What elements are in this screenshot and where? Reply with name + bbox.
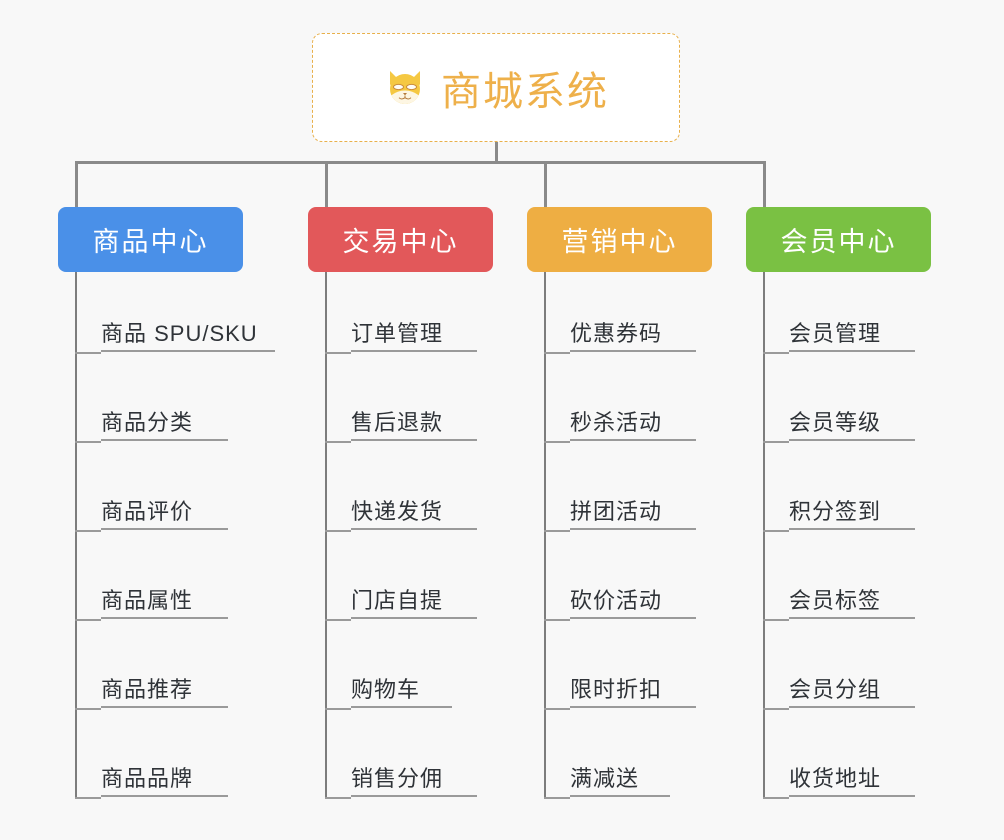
leaf-item-underline (101, 706, 228, 708)
leaf-item-underline (789, 617, 915, 619)
leaf-connector-line (75, 530, 101, 532)
leaf-item-label: 会员等级 (789, 410, 882, 435)
root-title: 商城系统 (441, 69, 609, 114)
leaf-connector-line (763, 708, 789, 710)
leaf-item-label: 商品推荐 (101, 677, 194, 702)
leaf-connector-line (544, 797, 570, 799)
category-node-2[interactable]: 交易中心 (308, 207, 493, 272)
leaf-item-underline (570, 350, 696, 352)
leaf-item-label: 商品品牌 (101, 766, 194, 791)
leaf-item-label: 商品分类 (101, 410, 194, 435)
leaf-item-label: 快递发货 (351, 499, 444, 524)
leaf-item-label: 积分签到 (789, 499, 882, 524)
leaf-item-underline (351, 617, 477, 619)
leaf-connector-line (75, 797, 101, 799)
category-label: 营销中心 (561, 227, 678, 257)
leaf-connector-line (763, 797, 789, 799)
leaf-connector-line (75, 441, 101, 443)
category-node-3[interactable]: 营销中心 (527, 207, 712, 272)
leaf-item-underline (570, 795, 670, 797)
leaf-connector-line (325, 530, 351, 532)
leaf-connector-line (325, 619, 351, 621)
leaf-item-underline (101, 795, 228, 797)
leaf-item-label: 商品评价 (101, 499, 194, 524)
leaf-connector-line (544, 708, 570, 710)
leaf-connector-line (325, 797, 351, 799)
leaf-connector-line (544, 352, 570, 354)
leaf-connector-line (544, 619, 570, 621)
leaf-item-underline (570, 439, 696, 441)
category-node-4[interactable]: 会员中心 (746, 207, 931, 272)
leaf-item-underline (570, 528, 696, 530)
leaf-item-label: 会员分组 (789, 677, 882, 702)
leaf-item-underline (351, 528, 477, 530)
root-stem-line (495, 142, 498, 164)
branch-drop-line (763, 161, 766, 207)
branch-spine-line (544, 272, 546, 797)
leaf-item-label: 会员标签 (789, 588, 882, 613)
branch-spine-line (763, 272, 765, 797)
leaf-connector-line (75, 352, 101, 354)
leaf-connector-line (325, 441, 351, 443)
leaf-item-label: 商品 SPU/SKU (101, 321, 258, 346)
branch-spine-line (325, 272, 327, 797)
branch-drop-line (325, 161, 328, 207)
leaf-item-label: 销售分佣 (351, 766, 444, 791)
leaf-item-label: 限时折扣 (570, 677, 663, 702)
leaf-item-underline (351, 439, 477, 441)
leaf-connector-line (75, 708, 101, 710)
leaf-connector-line (763, 619, 789, 621)
leaf-item-underline (789, 439, 915, 441)
leaf-item-underline (351, 706, 452, 708)
leaf-item-underline (101, 439, 228, 441)
leaf-item-label: 会员管理 (789, 321, 882, 346)
category-node-1[interactable]: 商品中心 (58, 207, 243, 272)
leaf-item-label: 售后退款 (351, 410, 444, 435)
leaf-connector-line (325, 708, 351, 710)
leaf-connector-line (325, 352, 351, 354)
leaf-item-label: 拼团活动 (570, 499, 663, 524)
root-node[interactable]: 商城系统 (312, 33, 680, 142)
shiba-dog-face-icon (383, 66, 427, 110)
branch-drop-line (75, 161, 78, 207)
leaf-connector-line (763, 441, 789, 443)
leaf-connector-line (544, 441, 570, 443)
leaf-item-underline (789, 528, 915, 530)
leaf-connector-line (763, 530, 789, 532)
leaf-item-label: 秒杀活动 (570, 410, 663, 435)
category-label: 交易中心 (342, 227, 459, 257)
horizontal-bus-line (75, 161, 763, 164)
leaf-item-underline (789, 706, 915, 708)
leaf-item-underline (789, 350, 915, 352)
leaf-item-underline (101, 528, 228, 530)
category-label: 商品中心 (92, 227, 209, 257)
leaf-item-underline (101, 350, 275, 352)
leaf-item-label: 订单管理 (351, 321, 444, 346)
leaf-item-underline (351, 795, 477, 797)
leaf-item-label: 满减送 (570, 766, 640, 791)
leaf-connector-line (544, 530, 570, 532)
leaf-connector-line (763, 352, 789, 354)
category-label: 会员中心 (780, 227, 897, 257)
leaf-item-label: 商品属性 (101, 588, 194, 613)
leaf-connector-line (75, 619, 101, 621)
leaf-item-label: 门店自提 (351, 588, 444, 613)
leaf-item-label: 优惠券码 (570, 321, 663, 346)
leaf-item-underline (789, 795, 915, 797)
leaf-item-underline (351, 350, 477, 352)
branch-spine-line (75, 272, 77, 797)
leaf-item-label: 收货地址 (789, 766, 882, 791)
leaf-item-underline (570, 617, 696, 619)
leaf-item-label: 砍价活动 (570, 588, 663, 613)
leaf-item-underline (101, 617, 228, 619)
leaf-item-underline (570, 706, 696, 708)
leaf-item-label: 购物车 (351, 677, 421, 702)
branch-drop-line (544, 161, 547, 207)
